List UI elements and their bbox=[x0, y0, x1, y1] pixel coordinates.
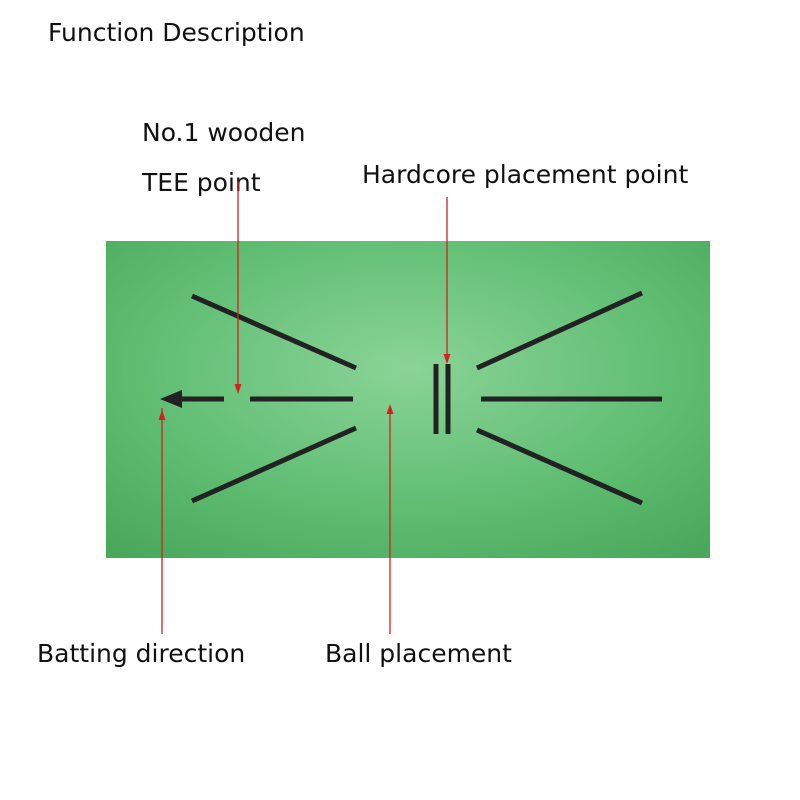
label-tee-point-line2: TEE point bbox=[142, 168, 261, 197]
label-tee-point-line1: No.1 wooden bbox=[142, 118, 306, 147]
guide-line-upper-left bbox=[190, 293, 358, 371]
pointer-tee-arrowhead-icon bbox=[234, 384, 242, 394]
guide-line-lower-left bbox=[190, 425, 358, 504]
diagram-title: Function Description bbox=[48, 18, 305, 47]
mat-guide-lines bbox=[178, 290, 662, 506]
pointer-batting-arrowhead-icon bbox=[158, 410, 166, 420]
guide-line-upper-right bbox=[475, 290, 644, 371]
label-ball-placement: Ball placement bbox=[325, 639, 512, 668]
pointer-arrowheads bbox=[158, 354, 451, 420]
pointer-ball-arrowhead-icon bbox=[386, 404, 394, 414]
label-hardcore-placement-point: Hardcore placement point bbox=[362, 160, 689, 189]
pointer-hardcore-arrowhead-icon bbox=[443, 354, 451, 364]
pointer-lines bbox=[161, 181, 448, 634]
guide-line-lower-right bbox=[475, 427, 644, 506]
label-batting-direction: Batting direction bbox=[37, 639, 246, 668]
direction-arrow-head-icon bbox=[160, 390, 182, 408]
